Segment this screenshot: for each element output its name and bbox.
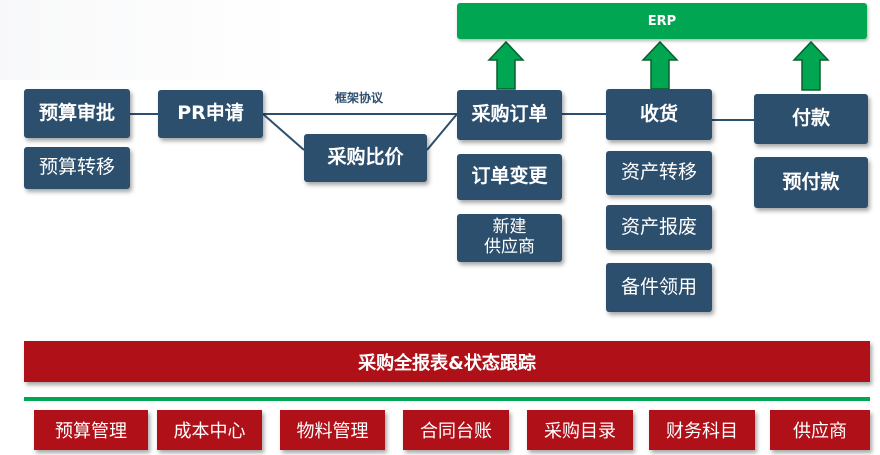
node-purchase-order: 采购订单 xyxy=(457,90,562,140)
module-material-management: 物料管理 xyxy=(280,410,385,450)
label-framework-agreement: 框架协议 xyxy=(335,91,384,105)
arrow-up-icon xyxy=(792,40,830,91)
node-asset-scrap: 资产报废 xyxy=(606,205,712,250)
module-supplier: 供应商 xyxy=(770,410,870,450)
arrow-up-icon xyxy=(487,40,525,90)
node-purchase-compare: 采购比价 xyxy=(304,134,427,182)
module-finance-accounts: 财务科目 xyxy=(649,410,755,450)
divider-line xyxy=(24,397,870,401)
node-new-supplier-line2: 供应商 xyxy=(484,237,535,257)
node-order-change: 订单变更 xyxy=(457,154,562,200)
module-contract-ledger: 合同台账 xyxy=(403,410,509,450)
module-cost-center: 成本中心 xyxy=(157,410,262,450)
node-payment: 付款 xyxy=(754,94,868,144)
node-spare-parts: 备件领用 xyxy=(606,263,712,312)
connector-compare-po xyxy=(426,113,458,151)
module-purchase-catalog: 采购目录 xyxy=(527,410,633,450)
report-status-bar: 采购全报表&状态跟踪 xyxy=(24,341,870,382)
node-budget-approval: 预算审批 xyxy=(24,89,130,138)
background-watermark xyxy=(0,0,300,80)
node-prepayment: 预付款 xyxy=(754,157,868,208)
node-pr-request: PR申请 xyxy=(158,90,263,138)
node-receiving: 收货 xyxy=(606,89,712,140)
erp-bar: ERP xyxy=(457,3,867,39)
arrow-up-icon xyxy=(641,40,679,90)
node-new-supplier: 新建 供应商 xyxy=(457,214,562,262)
module-budget-management: 预算管理 xyxy=(34,410,148,450)
node-asset-transfer: 资产转移 xyxy=(606,151,712,195)
connector-pr-compare xyxy=(262,113,305,151)
node-new-supplier-line1: 新建 xyxy=(492,217,527,238)
node-budget-transfer: 预算转移 xyxy=(24,147,130,189)
